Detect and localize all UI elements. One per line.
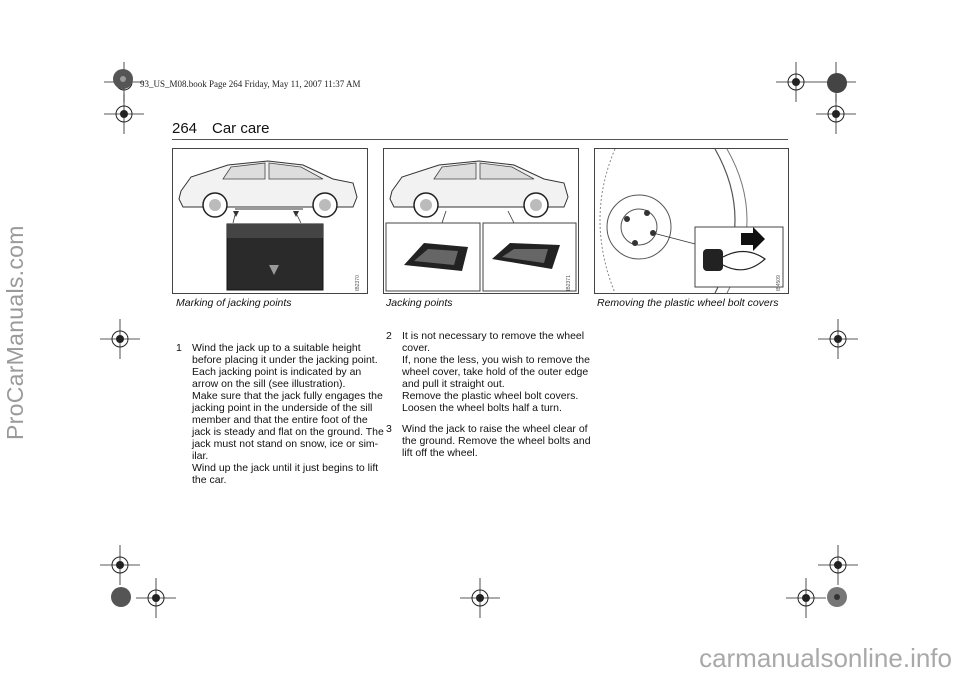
registration-mark-icon xyxy=(816,94,856,134)
car-side-illustration xyxy=(178,160,358,291)
figure-caption: Jacking points xyxy=(386,297,453,309)
color-bar-icon xyxy=(111,587,131,607)
section-title: Car care xyxy=(212,120,270,137)
step-line: Each jacking point is indicated by an xyxy=(192,366,362,378)
step-text: It is not necessary to remove the wheel … xyxy=(402,330,590,414)
step-line: jack must not stand on snow, ice or sim- xyxy=(192,438,379,450)
step-line: jacking point in the underside of the si… xyxy=(192,402,373,414)
figure-code: IB4509 xyxy=(776,275,782,291)
color-bar-icon xyxy=(827,587,847,607)
registration-mark-icon xyxy=(818,545,858,585)
step-line: the car. xyxy=(192,474,227,486)
step-line: Wind the jack up to a suitable height xyxy=(192,342,361,354)
step-text: Wind the jack to raise the wheel clear o… xyxy=(402,423,591,459)
step-line: arrow on the sill (see illustration). xyxy=(192,378,346,390)
figure-wheel-bolt-covers: IB4509 xyxy=(594,148,789,294)
registration-mark-icon xyxy=(136,578,176,618)
step-line: Loosen the wheel bolts half a turn. xyxy=(402,402,562,414)
step-number: 3 xyxy=(386,423,392,435)
instructions-column-1: 1 Wind the jack up to a suitable height … xyxy=(176,342,384,495)
color-bar-icon xyxy=(827,73,847,93)
step-item: 2 It is not necessary to remove the whee… xyxy=(386,330,590,414)
step-line: If, none the less, you wish to remove th… xyxy=(402,354,590,366)
registration-mark-icon xyxy=(776,62,816,102)
step-line: ilar. xyxy=(192,450,209,462)
side-watermark: ProCarManuals.com xyxy=(2,225,28,440)
color-bar-icon xyxy=(113,69,133,89)
figure-caption: Marking of jacking points xyxy=(176,297,292,309)
bottom-watermark: carmanualsonline.info xyxy=(699,643,952,673)
step-line: Make sure that the jack fully engages th… xyxy=(192,390,383,402)
step-item: 1 Wind the jack up to a suitable height … xyxy=(176,342,384,486)
step-number: 2 xyxy=(386,330,392,342)
step-text: Wind the jack up to a suitable height be… xyxy=(192,342,384,486)
step-line: It is not necessary to remove the wheel xyxy=(402,330,585,342)
step-line: cover. xyxy=(402,342,431,354)
step-line: and pull it straight out. xyxy=(402,378,505,390)
registration-mark-icon xyxy=(100,319,140,359)
figure-marking-jacking-points: IB2370 xyxy=(172,148,368,294)
jacking-point-illustration xyxy=(385,160,577,292)
step-number: 1 xyxy=(176,342,182,354)
registration-mark-icon xyxy=(460,578,500,618)
registration-mark-icon xyxy=(100,545,140,585)
registration-mark-icon xyxy=(104,94,144,134)
step-line: Remove the plastic wheel bolt covers. xyxy=(402,390,579,402)
step-line: Wind up the jack until it just begins to… xyxy=(192,462,379,474)
figure-jacking-points: IB2371 xyxy=(383,148,579,294)
instructions-column-2: 2 It is not necessary to remove the whee… xyxy=(386,330,591,468)
registration-mark-icon xyxy=(818,319,858,359)
step-item: 3 Wind the jack to raise the wheel clear… xyxy=(386,423,591,459)
page-number: 264 xyxy=(172,120,198,137)
header-rule xyxy=(172,139,788,140)
step-line: member and that the entire foot of the xyxy=(192,414,368,426)
step-line: Wind the jack to raise the wheel clear o… xyxy=(402,423,588,435)
print-info-line: 93_US_M08.book Page 264 Friday, May 11, … xyxy=(140,79,361,89)
registration-mark-icon xyxy=(786,578,826,618)
step-line: the ground. Remove the wheel bolts and xyxy=(402,435,591,447)
step-line: jack is steady and flat on the ground. T… xyxy=(192,426,384,438)
wheel-bolt-cover-illustration xyxy=(599,149,784,293)
figure-code: IB2370 xyxy=(355,275,361,291)
figure-caption: Removing the plastic wheel bolt covers xyxy=(597,297,779,309)
step-line: before placing it under the jacking poin… xyxy=(192,354,378,366)
figure-code: IB2371 xyxy=(566,275,572,291)
step-line: lift off the wheel. xyxy=(402,447,478,459)
step-line: wheel cover, take hold of the outer edge xyxy=(402,366,589,378)
